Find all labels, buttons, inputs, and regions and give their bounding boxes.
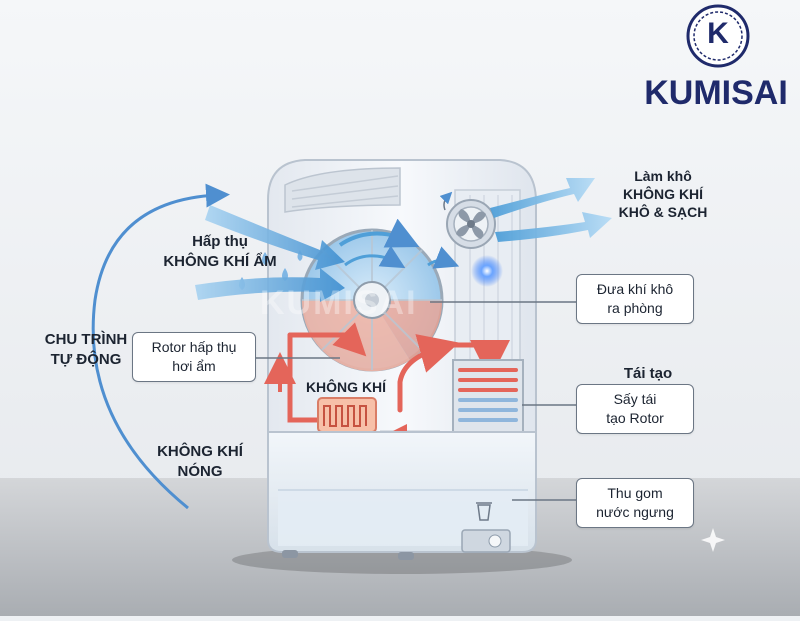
heater-coil xyxy=(317,397,377,433)
drain-port xyxy=(461,529,511,553)
label-hot-air-line2: NÓNG xyxy=(177,462,223,480)
callout-rotor: Rotor hấp thụ hơi ẩm xyxy=(132,332,256,382)
label-cycle: CHU TRÌNH TỰ ĐỘNG xyxy=(26,330,146,369)
callout-regen: Sấy tái tạo Rotor xyxy=(576,384,694,434)
label-air-center: KHÔNG KHÍ xyxy=(305,379,387,395)
brand-logo-letter: K xyxy=(707,17,729,50)
label-cycle-line2: TỰ ĐỘNG xyxy=(50,350,122,368)
label-dry-line1: Làm khô xyxy=(634,168,692,184)
label-dry-line2: KHÔNG KHÍ xyxy=(622,186,704,203)
cycle-arrow xyxy=(91,183,230,510)
label-cycle-line1: CHU TRÌNH xyxy=(44,331,128,348)
label-hot-air-line1: KHÔNG KHÍ xyxy=(157,443,243,460)
indicator-light xyxy=(471,255,503,287)
top-grille xyxy=(284,167,401,213)
sparkle-icon xyxy=(701,528,725,552)
label-absorb-line2: KHÔNG KHÍ ẨM xyxy=(163,252,277,270)
callout-supply: Đưa khí khô ra phòng xyxy=(576,274,694,324)
brand-name: KUMISAI xyxy=(644,74,788,112)
label-regen-title: Tái tạo xyxy=(623,365,673,382)
label-absorb-line1: Hấp thụ xyxy=(192,233,248,250)
watermark: KUMISAI xyxy=(260,284,418,322)
dry-air-arrows xyxy=(490,178,612,242)
callout-supply-line1: Đưa khí khô xyxy=(596,281,674,298)
label-dry: Làm khô KHÔNG KHÍ KHÔ & SẠCH xyxy=(598,167,728,222)
callout-collect-line2: nước ngưng xyxy=(596,504,674,520)
moist-air-arrows xyxy=(195,205,345,302)
label-absorb: Hấp thụ KHÔNG KHÍ ẨM xyxy=(140,232,300,271)
recycle-bin-icon xyxy=(476,502,492,521)
callout-collect: Thu gom nước ngưng xyxy=(576,478,694,528)
callout-collect-line1: Thu gom xyxy=(607,485,663,502)
callout-rotor-line2: hơi ẩm xyxy=(172,358,216,374)
brand-logo xyxy=(686,4,750,68)
fan-icon xyxy=(446,199,496,249)
callout-rotor-line1: Rotor hấp thụ xyxy=(151,339,237,356)
callout-regen-line1: Sấy tái xyxy=(613,391,657,408)
callout-regen-line2: tạo Rotor xyxy=(606,410,664,426)
condenser-coil xyxy=(452,359,524,433)
label-hot-air: KHÔNG KHÍ NÓNG xyxy=(135,442,265,481)
callout-supply-line2: ra phòng xyxy=(607,300,663,316)
callout-leaders xyxy=(255,301,576,501)
label-dry-line3: KHÔ & SẠCH xyxy=(618,204,708,221)
